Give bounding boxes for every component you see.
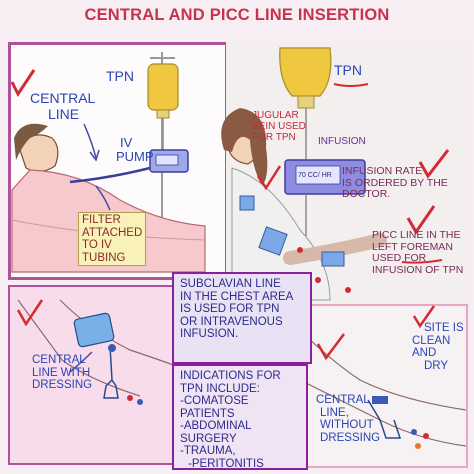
right-iv-pump-icon: [284, 159, 366, 236]
left-iv-pump-icon: [149, 149, 189, 173]
iv-pump-label-line2: PUMP: [116, 149, 154, 164]
infusion-label: INFUSION: [318, 136, 366, 147]
subclavian-line5: INFUSION.: [180, 328, 239, 340]
br-check-icons: [316, 305, 436, 361]
indications-line2: TPN INCLUDE:: [180, 382, 260, 395]
indications-line3: -COMATOSE PATIENTS: [180, 395, 249, 420]
site-clean-label: SITE IS CLEAN AND DRY: [412, 322, 474, 372]
site-clean-line1: SITE IS: [424, 322, 464, 334]
bl-arrow: [69, 351, 93, 373]
bl-arm-figure: [17, 299, 177, 405]
jugular-label-line3: FOR TPN: [252, 132, 296, 143]
filter-label-line2: ATTACHED: [82, 226, 143, 239]
indications-line1: INDICATIONS FOR: [180, 370, 281, 382]
picc-line2: LEFT FOREMAN: [372, 240, 453, 253]
right-underlines: [333, 83, 443, 264]
tpn-left-label: TPN: [106, 68, 134, 84]
picc-line1: PICC LINE IN THE: [372, 229, 461, 241]
right-check-icons: [256, 149, 450, 235]
right-patient-figure: [221, 108, 387, 301]
central-line-label-line1: CENTRAL: [30, 90, 96, 106]
central-line-without-dressing-label: CENTRAL LINE, WITHOUT DRESSING: [316, 394, 380, 444]
filter-label-line3: TO IV: [82, 239, 112, 251]
central-line-label: CENTRAL LINE: [30, 90, 95, 122]
iv-pump-label-line1: IV: [120, 135, 133, 150]
pump-display-text: 70 CC/ HR: [298, 172, 332, 179]
iv-pump-label: IV PUMP: [116, 136, 154, 164]
indications-line6: -PERITONITIS: [188, 457, 264, 470]
infusion-rate-line3: DOCTOR.: [342, 188, 391, 200]
picc-line4: INFUSION OF TPN: [372, 263, 464, 276]
site-clean-line3: DRY: [424, 359, 449, 372]
filter-label: FILTER ATTACHED TO IV TUBING: [78, 212, 147, 266]
central-line-with-dressing-label: CENTRAL LINE WITH DRESSING: [32, 354, 92, 392]
jugular-vein-label: JUGULAR VEIN USED FOR TPN: [252, 110, 306, 143]
without-dressing-line3: WITHOUT: [320, 419, 374, 431]
indications-box: INDICATIONS FOR TPN INCLUDE: -COMATOSE P…: [172, 364, 308, 470]
subclavian-line1: SUBCLAVIAN LINE: [180, 278, 281, 290]
jugular-label-line1: JUGULAR: [252, 110, 299, 121]
central-line-label-line2: LINE: [48, 106, 80, 122]
without-dressing-line1: CENTRAL: [316, 394, 370, 406]
left-arrows: [83, 123, 111, 211]
infusion-rate-label: INFUSION RATE IS ORDERED BY THE DOCTOR.: [342, 165, 448, 201]
tpn-right-label: TPN: [334, 62, 362, 78]
jugular-label-line2: VEIN USED: [252, 121, 306, 132]
infusion-rate-line1: INFUSION RATE: [342, 165, 423, 177]
with-dressing-line2: LINE WITH: [32, 366, 91, 379]
subclavian-line2: IN THE CHEST AREA: [180, 290, 294, 303]
left-iv-bag-icon: [147, 63, 179, 150]
bl-check-icon: [16, 299, 44, 327]
filter-label-line1: FILTER: [82, 214, 121, 226]
picc-line-label: PICC LINE IN THE LEFT FOREMAN USED FOR I…: [372, 229, 464, 276]
infusion-rate-line2: IS ORDERED BY THE: [342, 176, 448, 189]
filter-label-line4: TUBING: [82, 251, 126, 264]
subclavian-info-box: SUBCLAVIAN LINE IN THE CHEST AREA IS USE…: [172, 272, 312, 364]
site-clean-line2: CLEAN AND: [412, 334, 451, 360]
without-dressing-line4: DRESSING: [320, 431, 381, 444]
left-check-icon: [10, 69, 36, 97]
picc-line3: USED FOR: [372, 252, 427, 264]
subclavian-line4: OR INTRAVENOUS: [180, 315, 283, 328]
without-dressing-line2: LINE,: [320, 406, 349, 419]
subclavian-line3: IS USED FOR TPN: [180, 303, 280, 315]
page-title: CENTRAL AND PICC LINE INSERTION: [84, 6, 390, 24]
indications-line4: -ABDOMINAL SURGERY: [180, 420, 252, 445]
with-dressing-line3: DRESSING: [32, 379, 93, 391]
indications-line5: -TRAUMA,: [180, 445, 236, 457]
right-iv-bag-icon: [279, 47, 332, 160]
with-dressing-line1: CENTRAL: [32, 354, 86, 366]
